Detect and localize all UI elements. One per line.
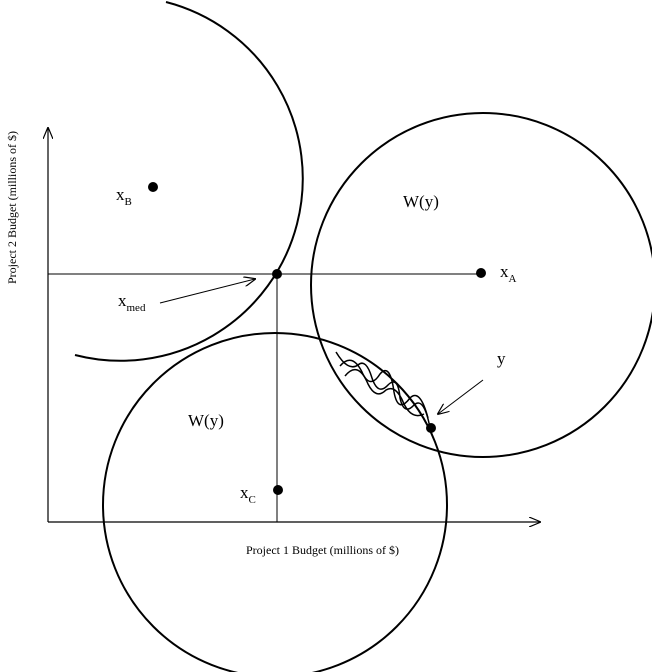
label-x-c: xC bbox=[240, 483, 256, 506]
winset-lens-hatching bbox=[335, 351, 431, 429]
indifference-arc-b bbox=[74, 1, 304, 362]
indifference-circle-a bbox=[310, 112, 652, 458]
point-y bbox=[426, 423, 436, 433]
label-x-b: xB bbox=[116, 185, 132, 208]
y-arrow bbox=[438, 379, 484, 414]
point-x-b bbox=[148, 182, 158, 192]
label-y: y bbox=[497, 349, 506, 368]
label-x-a: xA bbox=[500, 262, 517, 285]
point-x-c bbox=[273, 485, 283, 495]
point-x-a bbox=[476, 268, 486, 278]
region-label-lower: W(y) bbox=[188, 411, 224, 430]
region-label-upper: W(y) bbox=[403, 192, 439, 211]
label-x-med: xmed bbox=[118, 291, 146, 314]
x-med-arrow bbox=[159, 279, 255, 304]
x-axis-label: Project 1 Budget (millions of $) bbox=[246, 543, 399, 557]
indifference-circle-c bbox=[102, 332, 448, 672]
y-axis-label: Project 2 Budget (millions of $) bbox=[5, 131, 19, 284]
point-x-med bbox=[272, 269, 282, 279]
